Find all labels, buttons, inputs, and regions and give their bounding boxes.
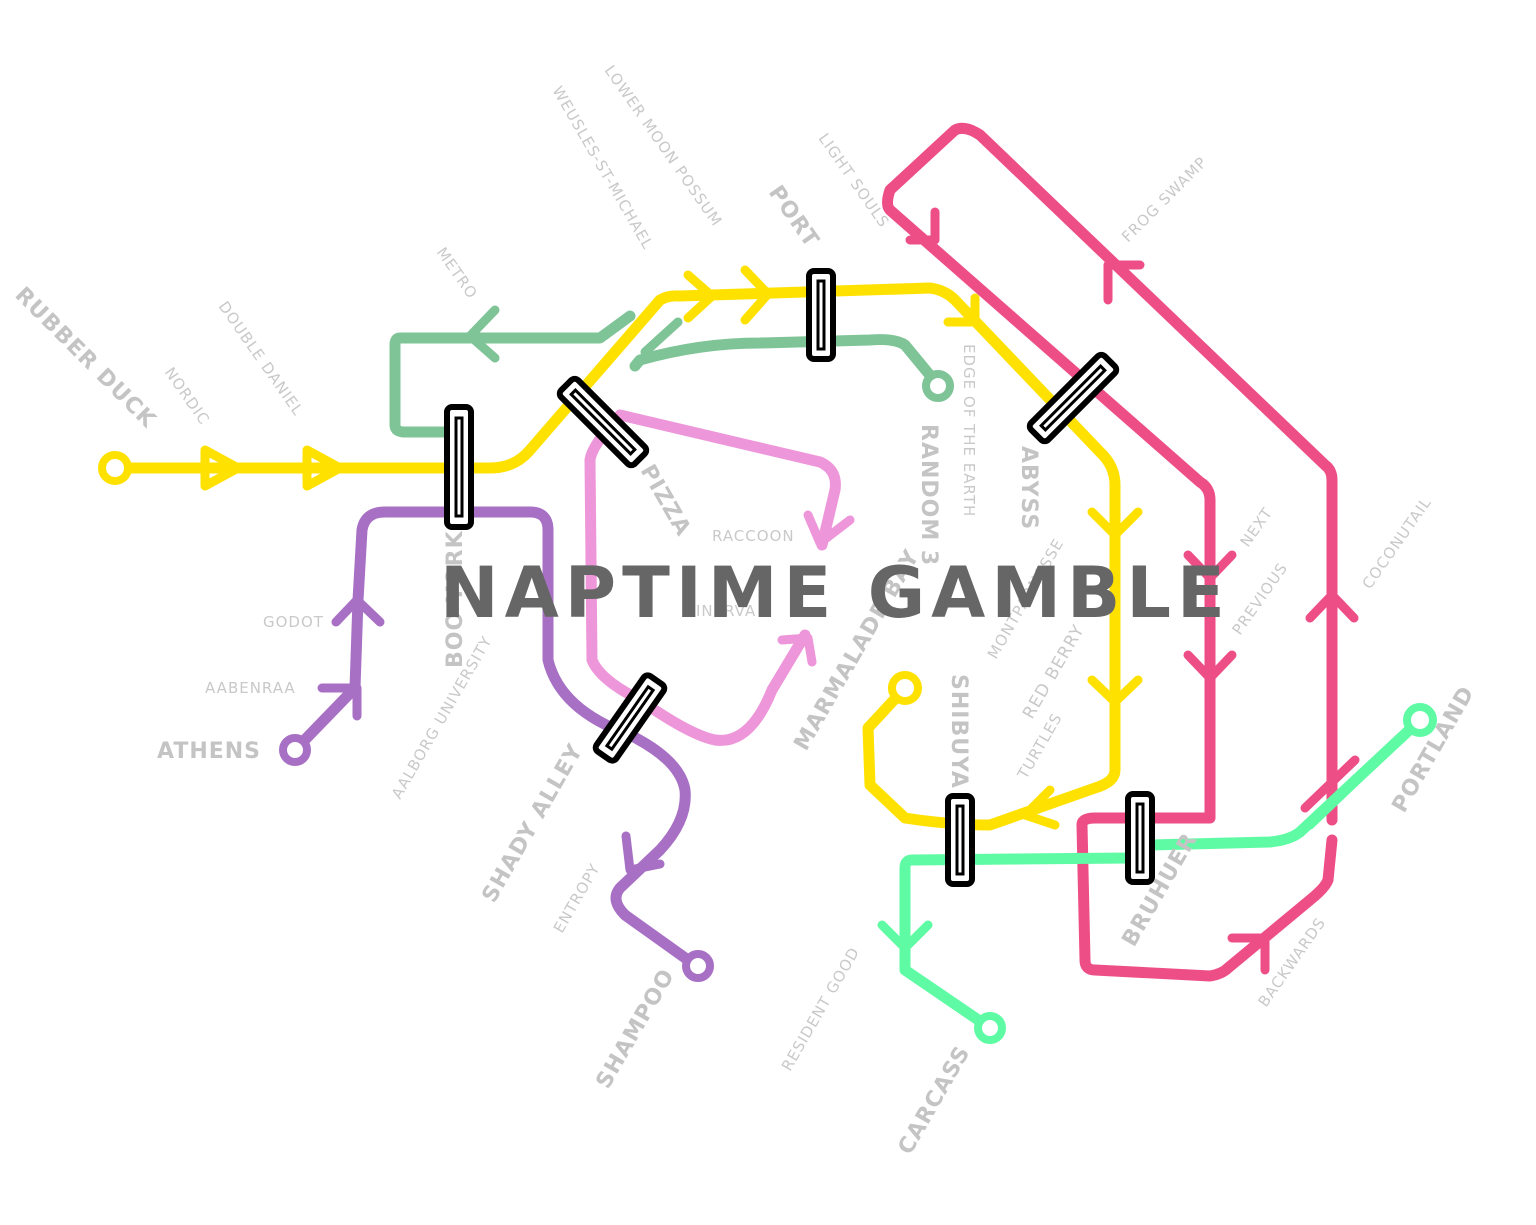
transfer-shibuya-icon[interactable]	[945, 793, 975, 887]
red-direction-arrow-icon	[1103, 260, 1145, 305]
purple-terminus-icon	[279, 734, 311, 766]
green-direction-arrow-icon	[465, 305, 500, 363]
station-label-port[interactable]: PORT	[763, 181, 824, 253]
transfer-abyss-icon[interactable]	[1026, 351, 1120, 445]
mint-terminus-icon	[974, 1012, 1006, 1044]
yellow-direction-arrow-icon	[1020, 785, 1060, 830]
station-label-metro[interactable]: METRO	[433, 244, 481, 303]
station-label-aabenraa[interactable]: AABENRAA	[205, 679, 296, 697]
mint-terminus-icon	[1403, 703, 1437, 737]
transfer-shady-alley-icon[interactable]	[592, 672, 668, 764]
station-label-shady-alley[interactable]: SHADY ALLEY	[478, 740, 589, 907]
purple-direction-arrow-icon	[317, 683, 362, 721]
station-label-boo-york[interactable]: BOO YORK	[443, 530, 468, 668]
station-label-coconutail[interactable]: COCONUTAIL	[1359, 494, 1436, 593]
station-label-red-berry[interactable]: RED BERRY	[1019, 621, 1089, 722]
station-label-carcass[interactable]: CARCASS	[894, 1042, 976, 1159]
transfer-port-icon[interactable]	[806, 268, 836, 362]
red-direction-arrow-icon	[1300, 755, 1360, 813]
station-label-rubber-duck[interactable]: RUBBER DUCK	[10, 283, 161, 434]
station-label-light-souls[interactable]: LIGHT SOULS	[815, 130, 893, 231]
yellow-terminus-icon	[888, 671, 922, 705]
station-label-shibuya[interactable]: SHIBUYA	[946, 674, 971, 789]
green-line	[389, 305, 954, 438]
pink-direction-arrow-icon	[777, 633, 817, 667]
station-label-frog-swamp[interactable]: FROG SWAMP	[1118, 153, 1211, 246]
yellow-direction-arrow-icon	[683, 270, 717, 323]
station-label-resident-good[interactable]: RESIDENT GOOD	[778, 944, 863, 1074]
yellow-direction-arrow-icon	[302, 445, 345, 491]
station-label-previous[interactable]: PREVIOUS	[1229, 559, 1292, 638]
yellow-direction-arrow-icon	[1087, 675, 1143, 707]
map-title: NAPTIME GAMBLE	[440, 552, 1231, 634]
red-direction-arrow-icon	[1183, 550, 1237, 583]
mint-direction-arrow-icon	[1305, 777, 1360, 830]
yellow-direction-arrow-icon	[200, 445, 243, 491]
green-line-track	[389, 310, 944, 438]
station-label-minerva[interactable]: MINERVA	[682, 602, 756, 620]
transfer-bruhuer-icon[interactable]	[1125, 791, 1155, 885]
green-terminus-icon	[922, 370, 954, 402]
station-label-random3[interactable]: RANDOM 3	[916, 424, 941, 566]
station-label-entropy[interactable]: ENTROPY	[550, 860, 604, 936]
transfer-pizza-icon[interactable]	[556, 375, 650, 469]
station-label-pizza[interactable]: PIZZA	[635, 461, 696, 541]
station-label-edge-of-earth[interactable]: EDGE OF THE EARTH	[960, 344, 978, 517]
station-label-turtles[interactable]: TURTLES	[1013, 710, 1066, 783]
transfer-stations	[444, 268, 1155, 887]
red-line-track	[882, 122, 1338, 982]
green-direction-arrow-icon	[640, 317, 683, 357]
station-label-aalborg[interactable]: AALBORG UNIVERSITY	[388, 633, 496, 802]
station-label-shampoo[interactable]: SHAMPOO	[592, 965, 681, 1093]
red-direction-arrow-icon	[905, 207, 940, 245]
station-label-portland[interactable]: PORTLAND	[1388, 682, 1480, 817]
station-label-next[interactable]: NEXT	[1237, 504, 1277, 550]
station-label-double-daniel[interactable]: DOUBLE DANIEL	[215, 298, 307, 419]
yellow-direction-arrow-icon	[1087, 507, 1143, 540]
station-label-abyss[interactable]: ABYSS	[1016, 446, 1041, 530]
station-label-godot[interactable]: GODOT	[263, 613, 324, 631]
red-direction-arrow-icon	[1305, 590, 1359, 623]
yellow-direction-arrow-icon	[943, 293, 980, 327]
yellow-direction-arrow-icon	[740, 265, 773, 325]
red-direction-arrow-icon	[1227, 933, 1270, 975]
station-label-nordic[interactable]: NORDIC	[161, 364, 214, 428]
pink-direction-arrow-icon	[803, 510, 855, 548]
purple-terminus-icon	[682, 950, 714, 982]
station-label-raccoon[interactable]: RACCOON	[712, 527, 795, 545]
station-label-athens[interactable]: ATHENS	[157, 739, 261, 764]
purple-direction-arrow-icon	[621, 831, 665, 875]
yellow-terminus-icon	[98, 451, 132, 485]
red-line	[882, 122, 1360, 982]
red-direction-arrow-icon	[1183, 650, 1237, 683]
transfer-boo-york-icon[interactable]	[444, 404, 474, 530]
mint-direction-arrow-icon	[877, 920, 933, 953]
purple-direction-arrow-icon	[331, 595, 385, 627]
